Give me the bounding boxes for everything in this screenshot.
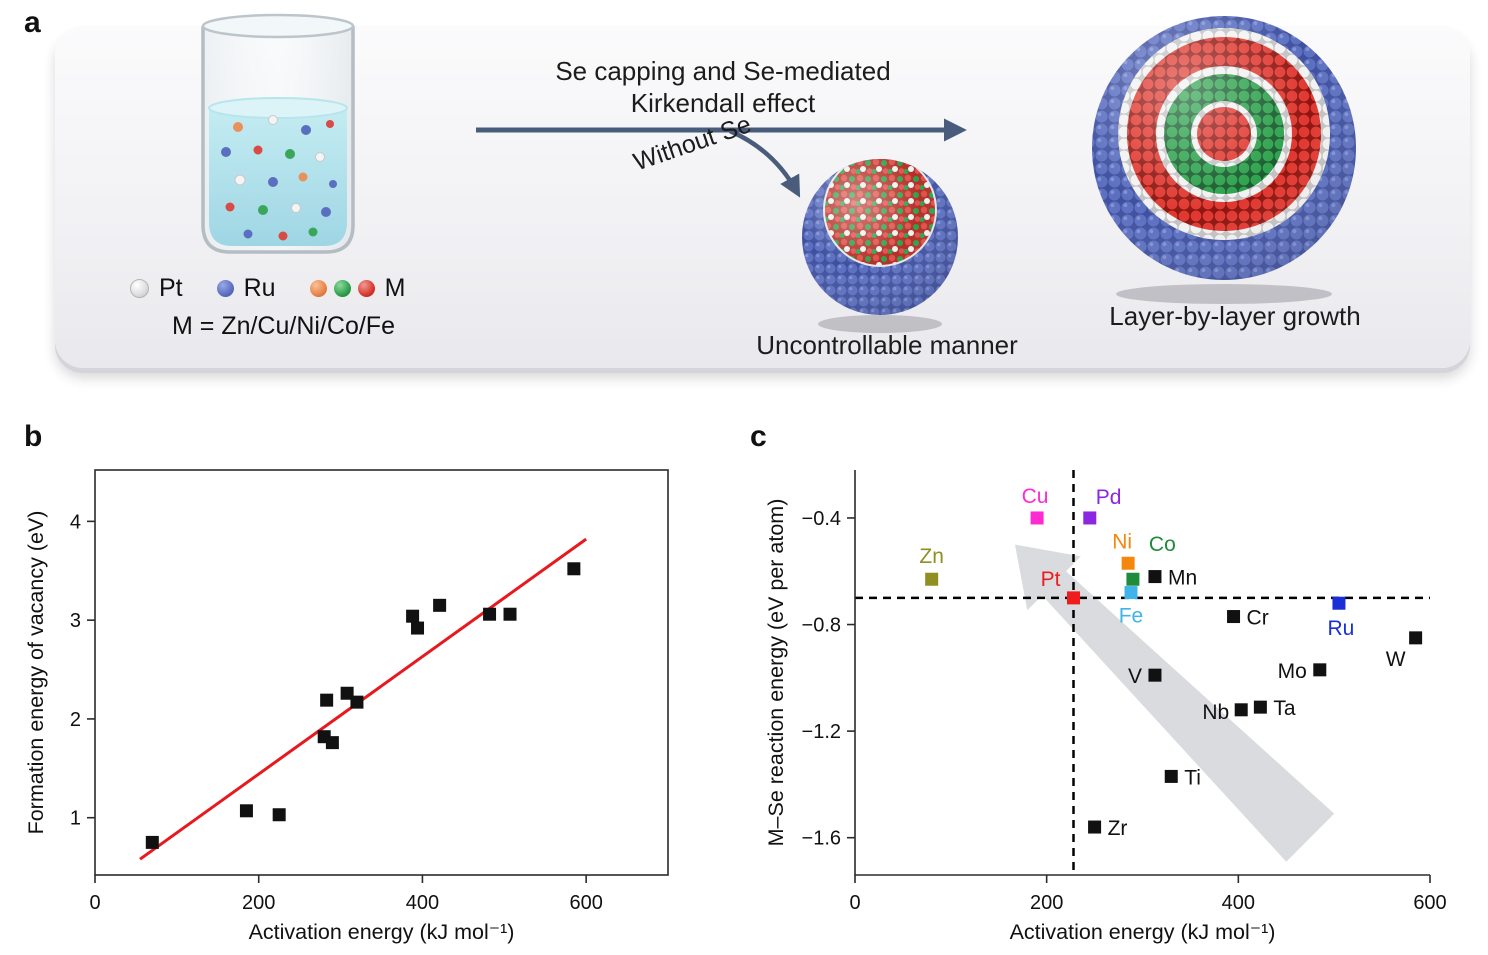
svg-text:0: 0 <box>89 892 100 914</box>
svg-text:3: 3 <box>70 610 81 632</box>
svg-text:200: 200 <box>242 892 275 914</box>
precursor-dots <box>221 115 337 241</box>
svg-text:Cu: Cu <box>1022 485 1049 508</box>
metal-legend: Pt Ru M <box>130 274 405 303</box>
reaction-caption: Se capping and Se-mediated Kirkendall ef… <box>513 56 933 119</box>
svg-text:200: 200 <box>1030 892 1063 914</box>
svg-text:Pt: Pt <box>1041 568 1061 591</box>
pt-sphere-icon <box>130 279 149 298</box>
svg-text:Zn: Zn <box>919 545 944 568</box>
beaker-liquid <box>209 108 347 246</box>
particle-shadow <box>1116 284 1332 304</box>
beaker-rim <box>201 13 355 39</box>
particle-shadow <box>818 315 942 333</box>
ru-sphere-icon <box>216 280 234 297</box>
svg-text:Mo: Mo <box>1278 660 1307 683</box>
legend-item-ru: Ru <box>216 274 276 303</box>
svg-text:400: 400 <box>1222 892 1255 914</box>
svg-text:Ni: Ni <box>1112 530 1132 553</box>
mixed-nanoparticle-illustration <box>802 159 958 333</box>
svg-text:−0.8: −0.8 <box>802 615 841 637</box>
svg-text:Fe: Fe <box>1119 605 1144 628</box>
svg-text:Nb: Nb <box>1202 701 1229 724</box>
without-se-arrow <box>729 128 801 198</box>
uncontrollable-caption: Uncontrollable manner <box>756 330 1018 360</box>
svg-text:−1.6: −1.6 <box>802 828 841 850</box>
svg-text:4: 4 <box>70 511 81 533</box>
svg-text:Formation energy of vacancy (e: Formation energy of vacancy (eV) <box>24 511 48 835</box>
svg-text:1: 1 <box>70 808 81 830</box>
panel-a-label: a <box>24 6 41 39</box>
svg-text:Activation energy (kJ mol⁻¹): Activation energy (kJ mol⁻¹) <box>1010 920 1276 944</box>
layer-growth-caption: Layer-by-layer growth <box>1109 301 1361 331</box>
svg-text:Activation energy (kJ mol⁻¹): Activation energy (kJ mol⁻¹) <box>249 920 515 944</box>
panel-b-label: b <box>24 420 43 453</box>
svg-text:V: V <box>1128 665 1142 688</box>
svg-text:600: 600 <box>1413 892 1446 914</box>
legend-item-m: M <box>309 274 406 303</box>
svg-text:2: 2 <box>70 709 81 731</box>
m-green-sphere-icon <box>333 280 351 297</box>
m-orange-sphere-icon <box>309 280 327 297</box>
legend-item-pt: Pt <box>130 274 183 303</box>
svg-text:Mn: Mn <box>1168 567 1197 590</box>
svg-text:Zr: Zr <box>1108 817 1128 840</box>
svg-text:−0.4: −0.4 <box>802 508 841 530</box>
svg-text:Pd: Pd <box>1096 486 1122 509</box>
svg-text:W: W <box>1386 648 1406 671</box>
pt-label: Pt <box>159 274 183 302</box>
svg-text:400: 400 <box>406 892 439 914</box>
m-label: M <box>384 274 406 302</box>
svg-text:Ta: Ta <box>1273 697 1296 720</box>
svg-text:Cr: Cr <box>1247 607 1269 630</box>
svg-text:−1.2: −1.2 <box>802 721 841 743</box>
layered-nanoparticle-illustration <box>1092 16 1356 304</box>
reaction-arrow <box>476 118 967 142</box>
svg-text:0: 0 <box>849 892 860 914</box>
m-red-sphere-icon <box>357 280 375 297</box>
reaction-caption-line2: Kirkendall effect <box>630 87 816 118</box>
svg-text:Ru: Ru <box>1328 617 1355 640</box>
svg-text:600: 600 <box>569 892 602 914</box>
svg-text:Co: Co <box>1149 533 1176 556</box>
reaction-caption-line1: Se capping and Se-mediated <box>555 56 891 86</box>
svg-text:M–Se reaction energy (eV per a: M–Se reaction energy (eV per atom) <box>764 499 788 847</box>
panel-c-label: c <box>750 420 767 453</box>
beaker-illustration <box>201 13 355 254</box>
svg-text:Ti: Ti <box>1184 766 1201 789</box>
ru-label: Ru <box>243 274 276 302</box>
m-definition: M = Zn/Cu/Ni/Co/Fe <box>172 312 395 340</box>
